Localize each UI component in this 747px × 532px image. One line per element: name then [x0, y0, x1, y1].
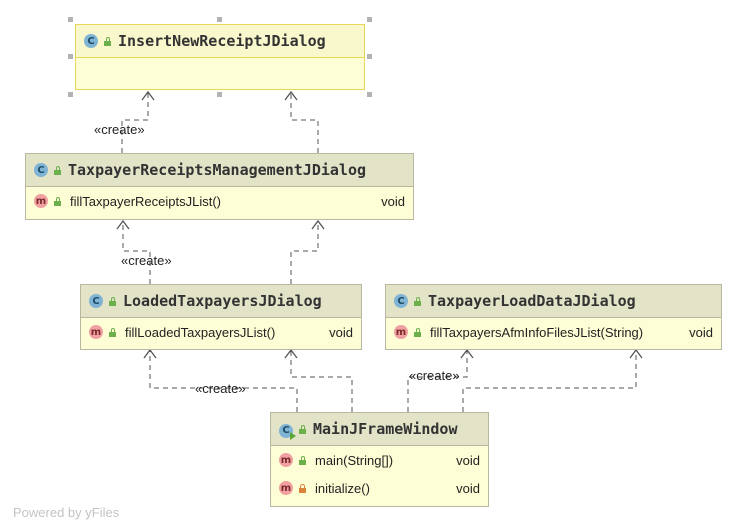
class-name: TaxpayerLoadDataJDialog [428, 292, 636, 310]
class-header: C TaxpayerReceiptsManagementJDialog [26, 154, 413, 187]
arrowhead [629, 348, 643, 359]
create-label: «create» [409, 368, 460, 383]
public-visibility-icon [108, 296, 117, 306]
main-class-icon: C [279, 420, 296, 440]
method-row[interactable]: m initialize() void [271, 474, 488, 502]
create-label: «create» [121, 253, 172, 268]
method-icon: m [89, 325, 103, 339]
public-visibility-icon [53, 165, 62, 175]
edge-main-create-loaddata [407, 350, 468, 412]
edge-main-dep-loaddata [462, 350, 637, 412]
method-return-type: void [381, 193, 405, 209]
watermark: Powered by yFiles [13, 505, 120, 520]
arrowhead [141, 90, 155, 101]
class-node-loadedtaxpayersjdialog[interactable]: C LoadedTaxpayersJDialog m fillLoadedTax… [80, 284, 362, 350]
edge-trm-dep-insert [290, 92, 319, 153]
run-icon [290, 432, 296, 440]
public-visibility-icon [53, 196, 62, 206]
create-label: «create» [195, 381, 246, 396]
public-visibility-icon [413, 327, 422, 337]
method-name: fillTaxpayerReceiptsJList() [70, 193, 221, 209]
class-icon: C [89, 294, 103, 308]
class-icon: C [34, 163, 48, 177]
selection-handle[interactable] [68, 54, 73, 59]
edge-trm-create-insert [121, 92, 149, 153]
class-name: LoadedTaxpayersJDialog [123, 292, 322, 310]
method-row[interactable]: m main(String[]) void [271, 446, 488, 474]
class-name: MainJFrameWindow [313, 420, 458, 438]
selection-handle[interactable] [68, 17, 73, 22]
create-label: «create» [94, 122, 145, 137]
class-icon: C [84, 34, 98, 48]
selection-handle[interactable] [367, 92, 372, 97]
class-icon: C [394, 294, 408, 308]
class-header: C LoadedTaxpayersJDialog [81, 285, 361, 318]
class-name: InsertNewReceiptJDialog [118, 32, 326, 50]
selection-handle[interactable] [367, 54, 372, 59]
method-return-type: void [456, 452, 480, 468]
class-header: C InsertNewReceiptJDialog [76, 25, 364, 58]
class-node-mainjframewindow[interactable]: C MainJFrameWindow m main(String[]) void… [270, 412, 489, 507]
method-name: fillTaxpayersAfmInfoFilesJList(String) [430, 324, 644, 340]
arrowhead [284, 348, 298, 359]
selection-handle[interactable] [217, 17, 222, 22]
arrowhead [311, 219, 325, 230]
edge-loaded-dep-trm [290, 221, 319, 284]
public-visibility-icon [298, 424, 307, 434]
arrowhead [460, 348, 474, 359]
method-name: main(String[]) [315, 452, 394, 468]
edge-loaded-create-trm [122, 221, 151, 284]
method-return-type: void [689, 324, 713, 340]
selection-handle[interactable] [367, 17, 372, 22]
method-row[interactable]: m fillTaxpayerReceiptsJList() void [26, 187, 413, 215]
selection-handle[interactable] [217, 92, 222, 97]
selection-handle[interactable] [68, 92, 73, 97]
edge-main-create-loaded [149, 350, 298, 412]
arrowhead [143, 348, 157, 359]
class-header: C MainJFrameWindow [271, 413, 488, 446]
public-visibility-icon [103, 36, 112, 46]
method-icon: m [34, 194, 48, 208]
edge-main-dep-loaded [290, 350, 353, 412]
method-name: fillLoadedTaxpayersJList() [125, 324, 276, 340]
method-icon: m [279, 453, 293, 467]
public-visibility-icon [298, 455, 307, 465]
public-visibility-icon [413, 296, 422, 306]
method-return-type: void [329, 324, 353, 340]
method-name: initialize() [315, 480, 370, 496]
method-icon: m [279, 481, 293, 495]
class-icon: C [279, 423, 293, 438]
private-visibility-icon [298, 483, 307, 493]
class-node-taxpayerreceiptsmanagementjdialog[interactable]: C TaxpayerReceiptsManagementJDialog m fi… [25, 153, 414, 220]
class-header: C TaxpayerLoadDataJDialog [386, 285, 721, 318]
arrowhead [284, 90, 298, 101]
method-return-type: void [456, 480, 480, 496]
class-node-taxpayerloaddatajdialog[interactable]: C TaxpayerLoadDataJDialog m fillTaxpayer… [385, 284, 722, 350]
arrowhead [116, 219, 130, 230]
method-row[interactable]: m fillLoadedTaxpayersJList() void [81, 318, 361, 346]
public-visibility-icon [108, 327, 117, 337]
class-node-insertnewreceiptjdialog[interactable]: C InsertNewReceiptJDialog [75, 24, 365, 90]
class-name: TaxpayerReceiptsManagementJDialog [68, 161, 367, 179]
method-icon: m [394, 325, 408, 339]
method-row[interactable]: m fillTaxpayersAfmInfoFilesJList(String)… [386, 318, 721, 346]
